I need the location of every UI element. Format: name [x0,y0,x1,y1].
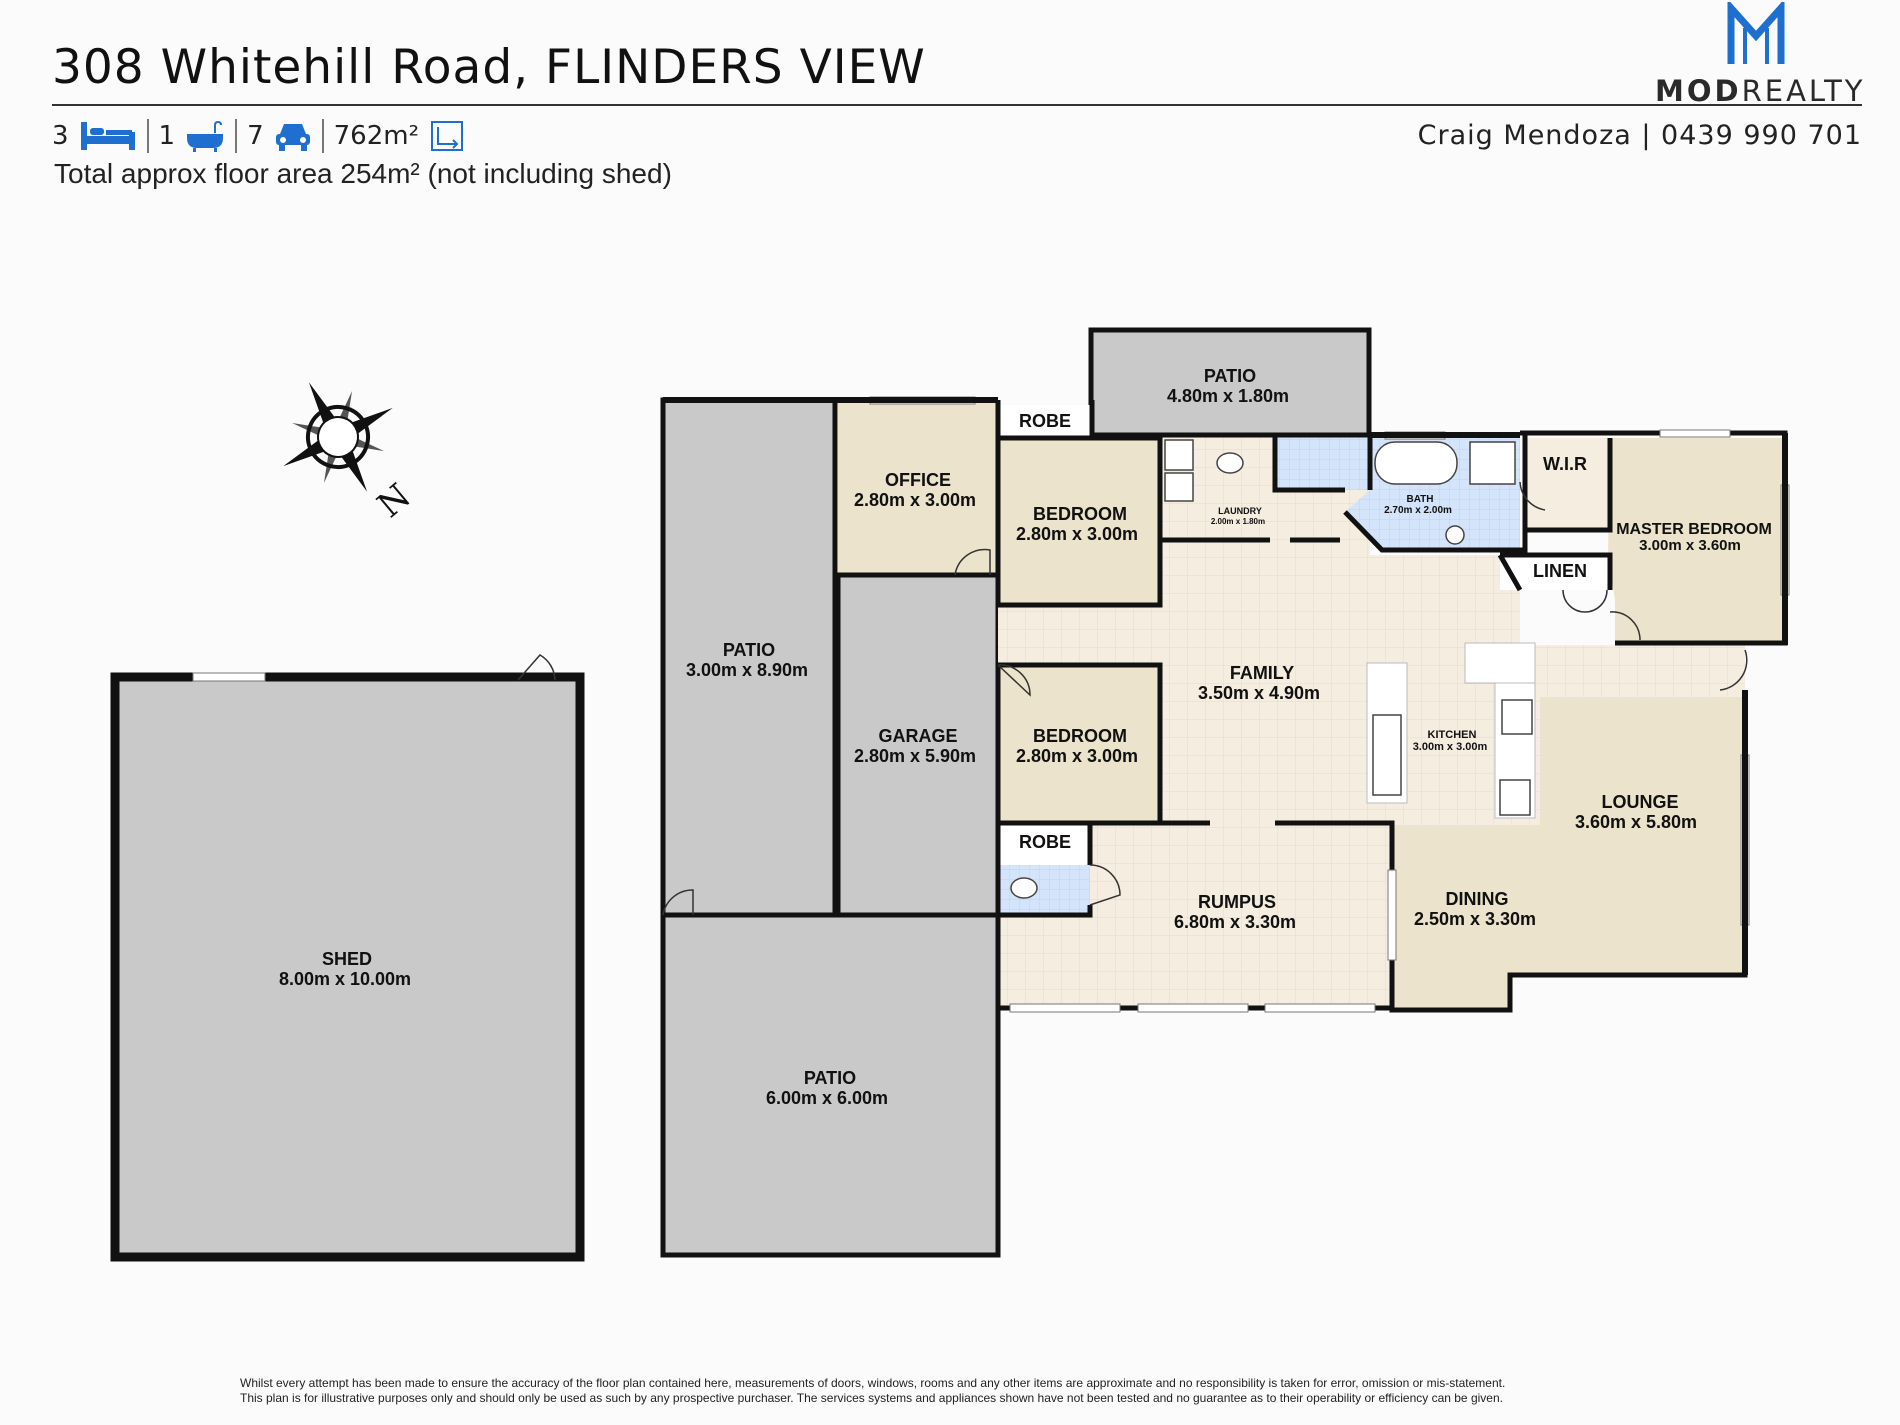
bath-size: 2.70m x 2.00m [1384,505,1452,516]
appliance-icon [1499,779,1531,816]
bath-icon [187,120,224,152]
header-divider [52,104,1862,106]
land-area: 762m² [333,121,420,151]
linen-label: LINEN [1533,561,1587,581]
modrealty-logo-icon [1727,2,1785,64]
family-size: 3.50m x 4.90m [1198,683,1320,703]
toilet-top-room [1275,435,1370,490]
kitchen-size: 3.00m x 3.00m [1413,741,1488,753]
garage-label: GARAGE [878,726,957,746]
office-label: OFFICE [885,470,951,490]
rumpus-size: 6.80m x 3.30m [1174,912,1296,932]
patio-bottom-area [660,912,1001,1258]
lounge-size: 3.60m x 5.80m [1575,812,1697,832]
cars-count: 7 [247,121,264,151]
patio-top-size: 4.80m x 1.80m [1167,386,1289,406]
patio-side-size: 3.00m x 8.90m [686,660,808,680]
bedroom-top-room [998,438,1160,608]
laundry-tub-icon [1164,439,1194,471]
disclaimer-line-1: Whilst every attempt has been made to en… [240,1376,1506,1390]
stat-separator [321,119,324,153]
toilet-icon [1010,877,1038,899]
toilet-icon [1216,452,1244,474]
bedroom-mid-label: BEDROOM [1033,726,1127,746]
bath-label: BATH [1406,494,1433,505]
sink-icon [1372,714,1402,796]
dining-label: DINING [1446,889,1509,909]
kitchen-bench [1464,642,1536,684]
wir-room [1525,438,1610,530]
land-area-icon [431,121,464,151]
kitchen-label: KITCHEN [1428,729,1477,741]
garage-size: 2.80m x 5.90m [854,746,976,766]
bathtub-icon [1374,441,1458,485]
basin-icon [1445,525,1465,545]
patio-side-label: PATIO [723,640,775,660]
office-room [838,403,998,575]
brand-name: MODREALTY [1655,74,1866,108]
bedroom-mid-size: 2.80m x 3.00m [1016,746,1138,766]
compass-north-label: N [370,476,419,526]
shed-size: 8.00m x 10.00m [279,969,411,989]
robe-bottom-label: ROBE [1019,832,1071,852]
robe-top-label: ROBE [1019,411,1071,431]
patio-top-label: PATIO [1204,366,1256,386]
office-size: 2.80m x 3.00m [854,490,976,510]
dining-size: 2.50m x 3.30m [1414,909,1536,929]
agent-contact: Craig Mendoza | 0439 990 701 [1417,120,1862,151]
laundry-label: LAUNDRY [1218,506,1262,516]
bed-icon [80,122,135,150]
lounge-label: LOUNGE [1601,792,1678,812]
wir-label: W.I.R [1543,454,1587,474]
lounge-dining-room [1392,697,1745,1010]
floor-area-note: Total approx floor area 254m² (not inclu… [54,158,672,189]
patio-side-area [660,397,838,918]
stat-separator [235,119,238,153]
window [192,672,266,682]
shed-label: SHED [322,949,372,969]
robe-top-room [998,405,1092,438]
car-icon [275,124,310,151]
bedroom-top-label: BEDROOM [1033,504,1127,524]
brand-name-bold: MOD [1655,74,1742,108]
perimeter-walls [663,397,1788,975]
master-bedroom-label: MASTER BEDROOM [1616,521,1772,538]
patio-bottom-label: PATIO [804,1068,856,1088]
room-labels: PATIO 4.80m x 1.80m ROBE OFFICE 2.80m x … [279,366,1772,1108]
disclaimer-line-2: This plan is for illustrative purposes o… [240,1391,1503,1405]
fixtures [1010,439,1533,899]
compass-icon: N [283,382,419,526]
stat-separator [146,119,149,153]
robe-bottom-room [998,823,1090,865]
patio-bottom-size: 6.00m x 6.00m [766,1088,888,1108]
doors [517,481,1748,916]
cooktop-icon [1501,699,1533,735]
rumpus-label: RUMPUS [1198,892,1276,912]
bedroom-top-size: 2.80m x 3.00m [1016,524,1138,544]
property-address: 308 Whitehill Road, FLINDERS VIEW [52,40,926,95]
shed-area [110,672,585,1262]
washer-icon [1164,472,1194,502]
floor-plan: N [110,327,1790,1262]
disclaimer: Whilst every attempt has been made to en… [240,1376,1710,1406]
master-bedroom-room [1608,438,1785,643]
beds-count: 3 [52,121,69,151]
patio-top-area [1088,327,1372,438]
family-label: FAMILY [1230,663,1294,683]
brand-name-light: REALTY [1741,74,1866,108]
laundry-size: 2.00m x 1.80m [1211,517,1265,526]
master-bedroom-size: 3.00m x 3.60m [1639,537,1741,554]
basin-icon [1469,441,1516,485]
baths-count: 1 [158,121,176,151]
property-stats: 3 1 7 762m² [52,116,465,156]
